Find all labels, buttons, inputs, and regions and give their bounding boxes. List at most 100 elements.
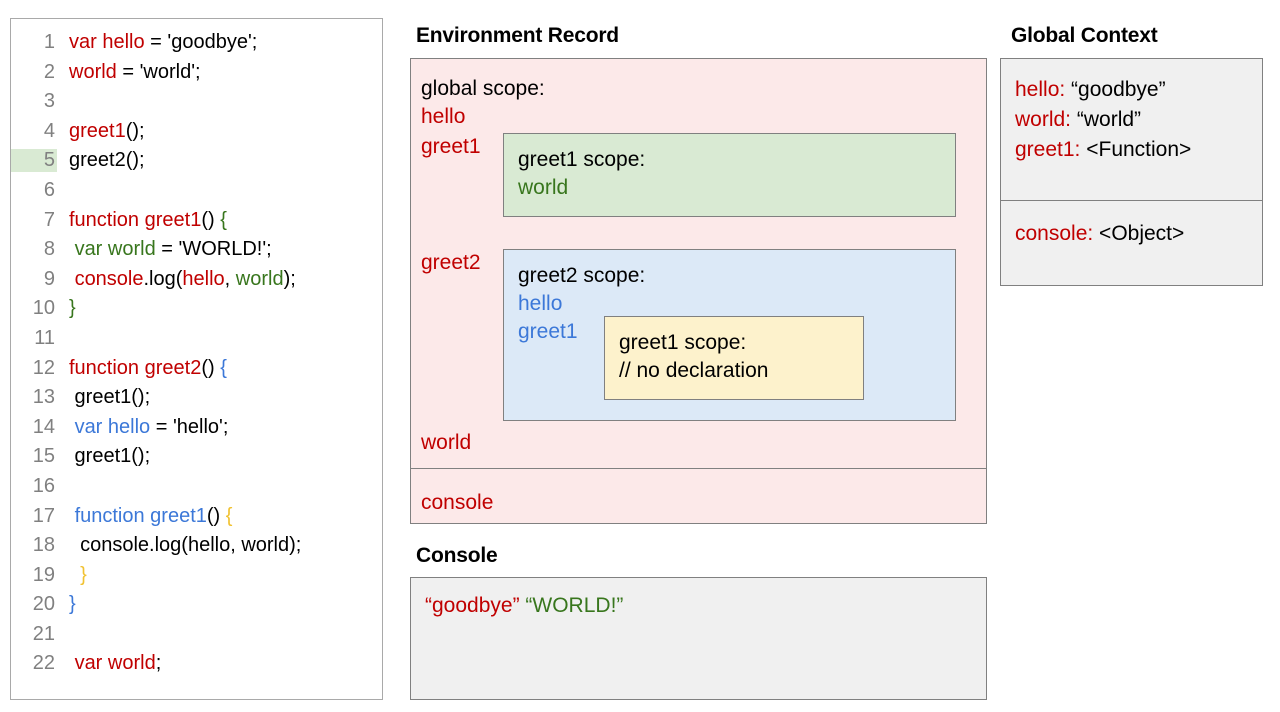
line-number: 13	[32, 386, 55, 409]
code-line[interactable]: 14 var hello = 'hello';	[11, 416, 382, 446]
code-token: {	[225, 504, 233, 527]
line-number: 5	[11, 149, 57, 173]
console-output-line: “goodbye” “WORLD!”	[425, 594, 986, 618]
greet1-inner-scope-content: greet1 scope: // no declaration	[605, 317, 863, 385]
code-line-text: var world;	[57, 652, 162, 675]
greet2-scope-content: greet2 scope: hello greet1	[504, 250, 955, 346]
code-line-text: greet2();	[57, 149, 145, 172]
line-number: 21	[32, 622, 55, 645]
code-line[interactable]: 20}	[11, 593, 382, 623]
code-line-text: world = 'world';	[57, 61, 201, 84]
code-line[interactable]: 13 greet1();	[11, 386, 382, 416]
code-token: var world	[74, 652, 156, 675]
code-line[interactable]: 19 }	[11, 564, 382, 594]
greet2-scope-var-greet1: greet1	[518, 320, 578, 343]
code-token: console.log(hello, world);	[69, 534, 302, 557]
global-context-variable: world: “world”	[1015, 105, 1262, 135]
console-output-token: “WORLD!”	[525, 594, 624, 617]
code-line[interactable]: 10}	[11, 297, 382, 327]
greet1-inner-scope-box: greet1 scope: // no declaration	[604, 316, 864, 400]
code-token: ()	[201, 208, 221, 231]
global-context-variable-value: “world”	[1071, 108, 1142, 131]
code-token: ();	[125, 119, 145, 142]
code-line-text: }	[57, 564, 87, 587]
code-line-text: greet1();	[57, 386, 151, 409]
global-context-variable-value: “goodbye”	[1065, 78, 1166, 101]
line-number: 11	[34, 326, 55, 349]
line-number: 6	[43, 178, 55, 201]
code-token: ()	[206, 504, 226, 527]
code-token: }	[80, 563, 87, 586]
line-number: 8	[43, 238, 55, 261]
line-number: 10	[32, 297, 55, 320]
code-line-text: var hello = 'hello';	[57, 415, 229, 439]
code-line-text: }	[57, 593, 76, 616]
global-context-title: Global Context	[1011, 24, 1158, 47]
env-console-region: console	[411, 469, 986, 523]
code-line[interactable]: 4 greet1();	[11, 120, 382, 150]
line-number: 20	[32, 593, 55, 616]
line-number: 14	[32, 415, 55, 438]
line-number: 7	[43, 208, 55, 231]
line-number: 2	[43, 60, 55, 83]
line-number: 18	[32, 534, 55, 557]
code-line[interactable]: 3	[11, 90, 382, 120]
greet2-scope-var-hello: hello	[518, 292, 563, 315]
code-token: ()	[201, 356, 221, 379]
env-binding-greet2: greet2	[421, 251, 481, 274]
code-token: world	[235, 267, 284, 290]
code-line[interactable]: 21	[11, 623, 382, 653]
code-line[interactable]: 11	[11, 327, 382, 357]
code-line-text: var world = 'WORLD!';	[57, 238, 272, 261]
global-context-variable-value: <Function>	[1080, 138, 1192, 161]
code-token: function greet1	[74, 504, 207, 527]
greet1-inner-scope-header: greet1 scope:	[619, 331, 747, 354]
code-token: {	[220, 356, 227, 379]
code-token: );	[283, 267, 296, 290]
code-line-text: console.log(hello, world);	[57, 268, 296, 291]
line-number: 4	[43, 119, 55, 142]
code-token: var hello	[69, 31, 145, 53]
line-number: 22	[32, 652, 55, 675]
code-line[interactable]: 16	[11, 475, 382, 505]
code-line[interactable]: 17 function greet1() {	[11, 505, 382, 535]
code-line[interactable]: 15 greet1();	[11, 445, 382, 475]
code-token: var hello	[74, 415, 151, 438]
global-scope-label: global scope:	[421, 77, 545, 100]
code-token: hello	[182, 267, 225, 290]
code-token: world	[69, 60, 117, 83]
global-context-variables: hello: “goodbye”world: “world”greet1: <F…	[1001, 59, 1262, 201]
global-context-variable-key: world:	[1015, 108, 1072, 131]
code-line-text: var hello = 'goodbye';	[57, 31, 257, 54]
global-context-variable: greet1: <Function>	[1015, 135, 1262, 165]
env-binding-hello: hello	[421, 105, 466, 128]
code-line[interactable]: 22 var world;	[11, 652, 382, 682]
code-token: ,	[224, 267, 236, 290]
global-context-objects: console: <Object>	[1001, 201, 1262, 249]
code-token: greet1	[69, 119, 126, 142]
line-number: 3	[43, 90, 55, 113]
global-context-panel: hello: “goodbye”world: “world”greet1: <F…	[1000, 58, 1263, 286]
greet2-scope-box: greet2 scope: hello greet1 greet1 scope:…	[503, 249, 956, 421]
line-number: 17	[32, 504, 55, 527]
code-line[interactable]: 18 console.log(hello, world);	[11, 534, 382, 564]
code-line-text: function greet1() {	[57, 209, 227, 232]
code-token: var world	[74, 238, 156, 261]
code-line-text: console.log(hello, world);	[57, 534, 301, 557]
code-token: ;	[155, 652, 162, 675]
code-line[interactable]: 6	[11, 179, 382, 209]
code-token: console	[74, 267, 144, 290]
console-panel[interactable]: “goodbye” “WORLD!”	[410, 577, 987, 700]
code-line-text: function greet2() {	[57, 357, 227, 380]
code-line[interactable]: 9 console.log(hello, world);	[11, 268, 382, 298]
env-binding-console: console	[421, 491, 494, 514]
code-line[interactable]: 8 var world = 'WORLD!';	[11, 238, 382, 268]
code-token: }	[69, 297, 76, 320]
